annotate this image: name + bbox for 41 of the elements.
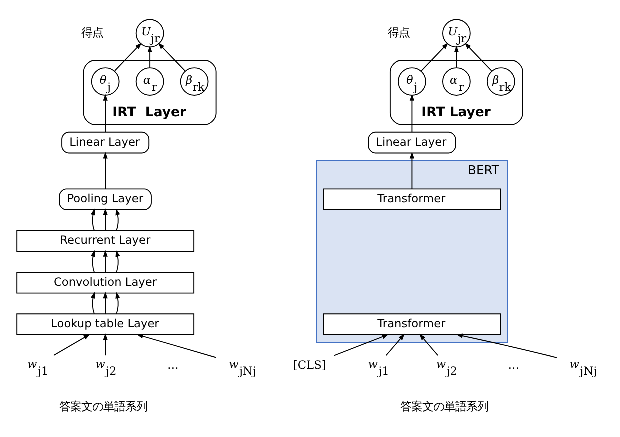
arrow	[158, 42, 186, 71]
arrow	[116, 208, 120, 231]
node-box: Linear Layer	[368, 131, 456, 154]
arrow	[386, 333, 405, 356]
arrow	[454, 45, 460, 68]
arrow	[103, 333, 108, 356]
arrow	[53, 334, 90, 356]
arrow	[103, 291, 108, 314]
node-label: 得点	[388, 24, 410, 39]
node-box: Linear Layer	[62, 131, 150, 154]
arrow	[136, 334, 217, 358]
label: 答案文の単語系列	[400, 399, 488, 414]
node-box: Transformer	[323, 313, 502, 335]
arrow	[114, 42, 142, 71]
arrow	[419, 333, 438, 356]
node-box: Pooling Layer	[59, 188, 152, 210]
arrow	[456, 333, 558, 358]
arrow	[148, 45, 152, 68]
arrow	[464, 42, 492, 71]
label: …	[168, 358, 179, 372]
node-text: [CLS]	[293, 358, 326, 372]
arrow	[421, 42, 449, 71]
node-box: Convolution Layer	[16, 272, 195, 294]
arrow	[103, 152, 108, 190]
node-box: Lookup table Layer	[16, 313, 195, 335]
node-box: Recurrent Layer	[16, 230, 195, 252]
arrow	[334, 334, 389, 356]
node-box: Transformer	[323, 188, 502, 210]
arrow	[90, 250, 96, 272]
node-label: 得点	[81, 24, 104, 39]
arrow	[410, 94, 415, 132]
label: 答案文の単語系列	[60, 399, 148, 414]
arrow	[103, 94, 108, 132]
label: …	[508, 358, 520, 372]
arrow	[116, 250, 120, 272]
arrow	[103, 250, 108, 272]
arrow	[90, 208, 96, 231]
arrow	[90, 291, 96, 314]
arrow	[103, 208, 108, 231]
arrow	[116, 291, 120, 314]
arrow	[410, 152, 415, 190]
